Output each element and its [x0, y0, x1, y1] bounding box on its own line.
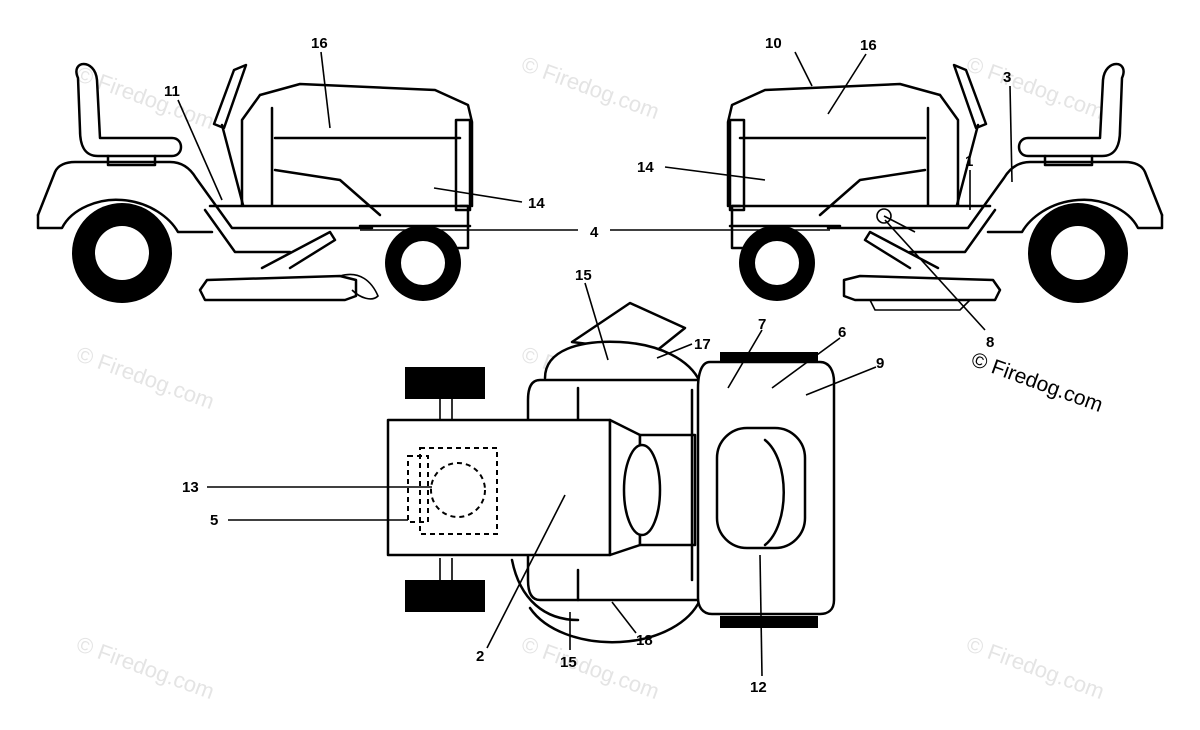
right-frame-lower: [908, 208, 997, 254]
leader-11: [177, 99, 223, 201]
right-pedal: [863, 230, 940, 270]
leader-16a: [320, 51, 331, 129]
right-hood-side: [818, 168, 927, 217]
leader-15a: [584, 282, 609, 361]
left-frame-lower: [203, 208, 292, 254]
callout-17: 17: [694, 336, 711, 353]
right-steering-column: [955, 123, 980, 207]
left-steering-column: [220, 123, 245, 207]
top-steering-wheel: [622, 443, 662, 537]
lift-lever-knob: [876, 208, 892, 224]
callout-9: 9: [876, 355, 884, 372]
left-rear-fender: [36, 160, 374, 230]
top-headlight-arc: [763, 438, 785, 547]
left-hood-side: [273, 168, 382, 217]
leader-8: [884, 219, 986, 331]
right-grille: [728, 118, 746, 212]
leader-16b: [827, 53, 867, 115]
leader-14b: [664, 166, 766, 181]
watermark-text: © Firedog.com: [518, 51, 662, 124]
top-battery-area: [419, 447, 498, 535]
callout-11: 11: [164, 83, 180, 100]
callout-6: 6: [838, 324, 846, 341]
leader-14a: [433, 187, 523, 203]
top-hood: [696, 360, 836, 616]
right-mower-deck: [842, 274, 1002, 302]
left-seat: [75, 62, 183, 158]
leader-lines: [177, 51, 1013, 677]
watermark-main: © Firedog.com: [968, 348, 1106, 417]
leader-7: [727, 329, 763, 389]
leader-6: [771, 337, 841, 389]
watermark-text: © Firedog.com: [963, 631, 1107, 704]
left-fender-lower: [36, 198, 214, 234]
callout-1: 1: [965, 153, 973, 170]
callout-10: 10: [765, 35, 782, 52]
callout-16: 16: [860, 37, 877, 54]
top-tractor: [386, 301, 836, 644]
right-hood: [726, 82, 960, 208]
callout-15: 15: [560, 654, 577, 671]
right-seat-post: [1043, 154, 1094, 167]
callout-5: 5: [210, 512, 218, 529]
leader-12: [759, 554, 763, 677]
left-seat-post: [106, 154, 157, 167]
top-axle-lines: [439, 399, 453, 580]
leader-17: [656, 343, 693, 359]
callout-16: 16: [311, 35, 328, 52]
leader-18: [611, 601, 637, 634]
right-rear-wheel-hub: [1051, 226, 1105, 280]
top-rear-tire-top: [405, 367, 485, 399]
right-front-wheel-hub: [755, 241, 799, 285]
left-front-wheel-hub: [401, 241, 445, 285]
right-rear-fender: [826, 160, 1164, 230]
callout-2: 2: [476, 648, 484, 665]
top-front-tire-bottom: [720, 616, 818, 628]
callout-14: 14: [528, 195, 545, 212]
callout-14: 14: [637, 159, 654, 176]
left-hood: [240, 82, 474, 208]
right-deck-skirt: [868, 299, 972, 311]
left-tractor: [36, 62, 474, 303]
left-deck-chute: [339, 273, 379, 300]
left-rear-wheel-hub: [95, 226, 149, 280]
top-fuel-cap: [430, 462, 486, 518]
callout-8: 8: [986, 334, 994, 351]
callout-15: 15: [575, 267, 592, 284]
callout-13: 13: [182, 479, 199, 496]
top-rear-tire-bottom: [405, 580, 485, 612]
top-battery-small: [407, 455, 429, 523]
right-fender-lower: [986, 198, 1164, 234]
callout-numbers: 16 11 14 4 10 16 3 1 14 8 15 17 7 6 9 13…: [164, 35, 1011, 696]
left-steering-wheel: [212, 63, 248, 130]
watermark-text: © Firedog.com: [73, 631, 217, 704]
top-deck-edge: [510, 558, 580, 622]
leader-3: [1009, 85, 1013, 183]
watermark-text: © Firedog.com: [73, 341, 217, 414]
left-pedal: [260, 230, 337, 270]
callout-3: 3: [1003, 69, 1011, 86]
leader-2: [486, 494, 566, 649]
callout-18: 18: [636, 632, 653, 649]
callout-12: 12: [750, 679, 767, 696]
leader-10: [794, 51, 813, 87]
callout-4: 4: [590, 224, 599, 241]
lift-lever: [883, 215, 916, 233]
left-grille: [454, 118, 472, 212]
top-headlight-panel: [715, 426, 807, 550]
callout-7: 7: [758, 316, 766, 333]
watermark-text: © Firedog.com: [963, 51, 1107, 124]
left-mower-deck: [198, 274, 358, 302]
right-tractor: [726, 62, 1164, 311]
right-seat: [1017, 62, 1125, 158]
leader-9: [805, 366, 877, 396]
